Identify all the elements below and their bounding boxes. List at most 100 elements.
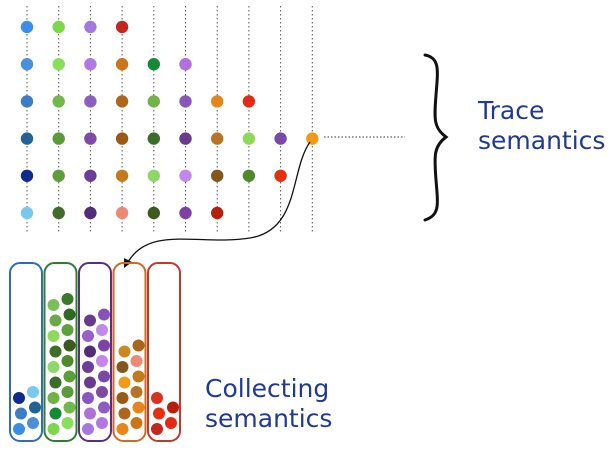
trace-label-line1: Trace xyxy=(478,96,545,125)
collect-dot-purple xyxy=(82,423,94,435)
trace-dot xyxy=(211,206,224,220)
collect-dot-green xyxy=(61,324,74,336)
collect-dot-red xyxy=(167,401,179,414)
trace-dot xyxy=(274,132,287,145)
trace-grid-lines xyxy=(26,6,313,232)
trace-dot xyxy=(52,132,65,145)
trace-dot xyxy=(84,206,97,220)
collect-dot-purple xyxy=(98,308,110,321)
collect-column-blue xyxy=(9,262,43,442)
trace-dot xyxy=(20,169,34,182)
collect-dot-green xyxy=(49,407,62,420)
collect-dot-green xyxy=(63,401,76,414)
collect-dot-red xyxy=(165,417,177,429)
collect-column-green xyxy=(43,262,78,442)
collect-dot-green xyxy=(47,299,60,311)
collect-dot-orange xyxy=(116,423,129,435)
collect-dot-blue xyxy=(13,392,25,404)
trace-dot xyxy=(20,132,34,145)
trace-dot xyxy=(20,20,34,34)
collect-dot-red xyxy=(151,392,163,404)
collect-dot-purple xyxy=(96,417,108,429)
collect-dot-purple xyxy=(82,392,94,404)
collect-dot-green xyxy=(63,339,76,352)
collect-dot-green xyxy=(49,376,62,389)
collecting-columns xyxy=(9,262,181,442)
trace-dot xyxy=(84,132,97,145)
trace-dot xyxy=(147,95,160,108)
trace-dot xyxy=(179,169,192,182)
trace-dot xyxy=(211,169,224,182)
collect-dot-orange xyxy=(118,407,131,420)
collect-column-orange xyxy=(112,262,147,442)
collect-dot-orange xyxy=(132,370,145,383)
trace-dot xyxy=(211,132,224,145)
collect-dot-red xyxy=(153,407,165,420)
collect-dot-red xyxy=(151,423,163,435)
collect-dot-blue xyxy=(29,401,41,414)
collect-dot-blue xyxy=(13,423,25,435)
collect-dot-green xyxy=(49,314,62,327)
trace-dot xyxy=(242,132,256,145)
collect-dot-orange xyxy=(116,392,129,404)
collect-dot-purple xyxy=(96,324,108,336)
collect-dot-purple xyxy=(82,361,94,373)
trace-dot xyxy=(52,169,65,182)
collect-dot-purple xyxy=(96,386,108,398)
trace-dot xyxy=(84,57,97,71)
trace-dot xyxy=(52,95,65,108)
trace-dot xyxy=(179,95,192,108)
collect-dot-purple xyxy=(84,314,96,327)
trace-dot xyxy=(115,57,129,71)
collect-dot-purple xyxy=(82,330,94,342)
collecting-semantics-label: Collecting semantics xyxy=(205,374,332,434)
trace-dot xyxy=(115,206,129,220)
collect-dot-orange xyxy=(132,401,145,414)
trace-dot xyxy=(20,206,34,220)
collect-label-line1: Collecting xyxy=(205,374,330,403)
collect-dot-purple xyxy=(96,355,108,367)
trace-dot xyxy=(52,57,65,71)
collect-dot-orange xyxy=(116,361,129,373)
collect-dot-orange xyxy=(118,345,131,358)
collect-dot-green xyxy=(61,355,74,367)
collect-dot-purple xyxy=(84,345,96,358)
trace-dot xyxy=(84,95,97,108)
trace-dot xyxy=(179,57,192,71)
collect-dot-orange xyxy=(130,355,143,367)
collect-dot-orange xyxy=(118,376,131,389)
trace-dot xyxy=(274,169,287,182)
trace-semantics-label: Trace semantics xyxy=(478,96,605,156)
trace-dot xyxy=(179,206,192,220)
curved-arrow xyxy=(127,141,311,263)
collect-dot-purple xyxy=(84,407,96,420)
trace-dot xyxy=(52,20,65,34)
trace-dot xyxy=(179,132,192,145)
collect-dot-blue xyxy=(15,407,27,420)
trace-dot xyxy=(52,206,65,220)
trace-dot xyxy=(147,169,160,182)
trace-dot xyxy=(20,95,34,108)
collect-dot-green xyxy=(49,345,62,358)
trace-dot xyxy=(147,206,160,220)
collect-dot-purple xyxy=(84,376,96,389)
trace-dot xyxy=(211,95,224,108)
trace-dot xyxy=(242,95,256,108)
collect-dot-purple xyxy=(98,401,110,414)
trace-grid-dots xyxy=(20,20,319,220)
collect-dot-blue xyxy=(27,386,39,398)
collect-dot-green xyxy=(47,423,60,435)
collect-dot-blue xyxy=(27,417,39,429)
trace-dot xyxy=(20,57,34,71)
collect-dot-green xyxy=(61,386,74,398)
collect-column-red xyxy=(147,262,181,442)
collect-dot-green xyxy=(47,330,60,342)
collect-dot-orange xyxy=(130,386,143,398)
trace-dot xyxy=(115,132,129,145)
collect-dot-orange xyxy=(130,417,143,429)
collect-dot-green xyxy=(61,293,74,305)
collect-dot-green xyxy=(63,370,76,383)
collect-label-line2: semantics xyxy=(205,404,333,433)
collect-dot-green xyxy=(47,361,60,373)
